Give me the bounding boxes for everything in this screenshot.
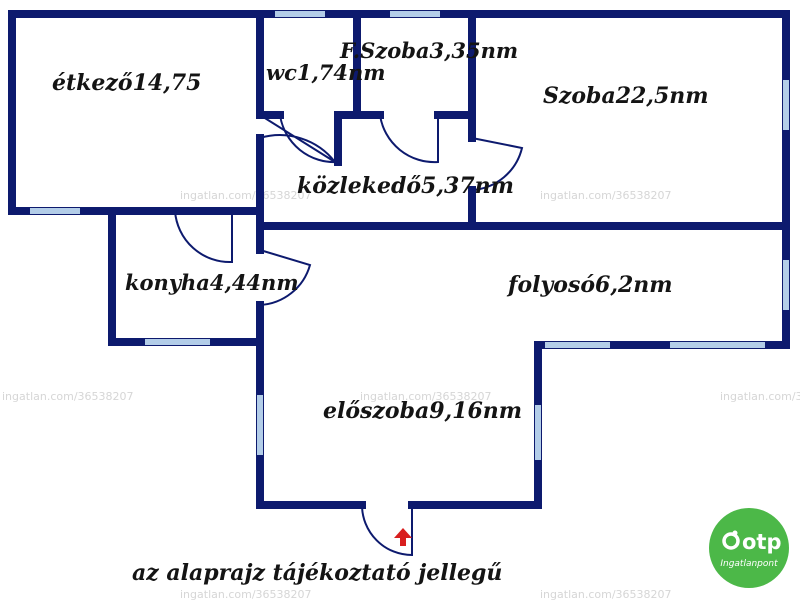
room-label-wc: wc1,74nm — [266, 60, 386, 85]
room-label-fszoba: F.Szoba3,35nm — [339, 38, 518, 63]
door — [379, 114, 439, 164]
doors — [174, 114, 524, 557]
watermark-text: ingatlan.com/36538207 — [2, 390, 134, 403]
watermark-text: ingatlan.com/36538207 — [360, 390, 492, 403]
up-arrow-icon — [394, 528, 412, 546]
otp-logo-icon: otp Ingatlanpont — [709, 508, 789, 588]
room-label-konyha: konyha4,44nm — [125, 270, 299, 295]
logo-brand: otp — [742, 530, 782, 554]
watermark-text: ingatlan.com/36538207 — [540, 189, 672, 202]
door — [471, 137, 524, 191]
disclaimer-caption: az alaprajz tájékoztató jellegű — [132, 560, 502, 586]
room-label-etkezo: étkező14,75 — [52, 70, 201, 96]
room-label-kozlekedo: közlekedő5,37nm — [297, 173, 514, 199]
watermark-text: ingatlan.com/36538207 — [180, 189, 312, 202]
room-label-szoba2: Szoba22,5nm — [543, 83, 709, 109]
watermark-text: ingatlan.com/36538207 — [540, 588, 672, 600]
watermark-text: ingatlan.com/36538207 — [720, 390, 800, 403]
watermark-text: ingatlan.com/36538207 — [180, 588, 312, 600]
door — [259, 249, 312, 306]
room-label-folyoso: folyosó6,2nm — [506, 272, 673, 298]
logo-subtitle: Ingatlanpont — [720, 559, 778, 569]
door — [259, 114, 336, 163]
room-label-eloszoba: előszoba9,16nm — [323, 398, 522, 424]
entrance-door — [361, 504, 413, 557]
watermark-layer: ingatlan.com/36538207 ingatlan.com/36538… — [2, 189, 800, 600]
door — [279, 114, 339, 164]
door — [174, 210, 233, 264]
windows — [30, 11, 789, 460]
